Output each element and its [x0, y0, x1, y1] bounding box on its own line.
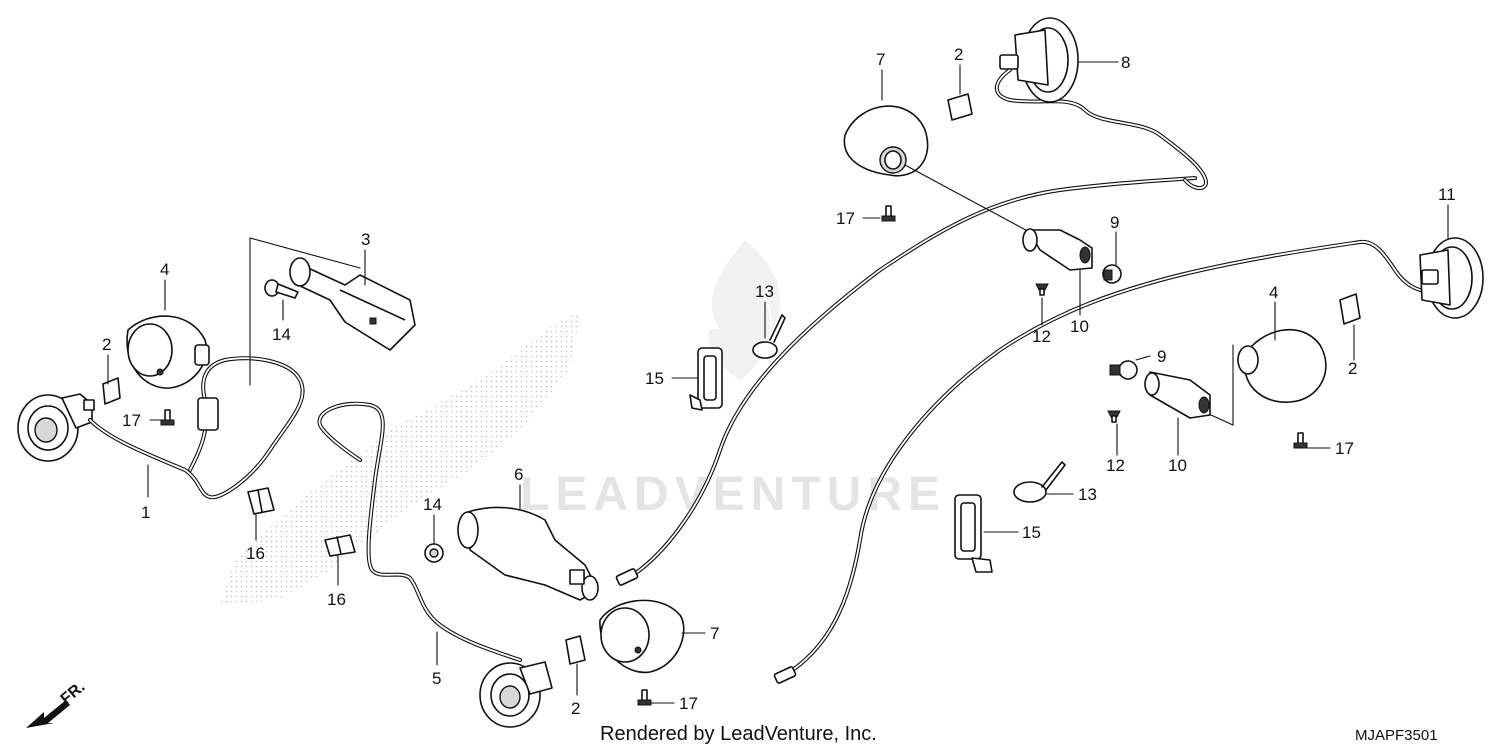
callout-4-rear: 4: [1269, 283, 1278, 302]
front-direction-indicator: FR.: [26, 678, 88, 728]
cable-band-13-lower[interactable]: [1013, 461, 1066, 503]
socket-6[interactable]: [457, 506, 599, 601]
front-left-wire-harness[interactable]: [88, 356, 305, 500]
callout-15-lower: 15: [1022, 523, 1041, 542]
screw-17-upper[interactable]: [881, 205, 896, 222]
callout-1: 1: [141, 503, 150, 522]
callout-7-lower: 7: [710, 624, 719, 643]
clip-2-rear-right[interactable]: [1339, 293, 1361, 325]
callout-4-front: 4: [160, 260, 169, 279]
leader-lines: [107, 61, 1449, 704]
rear-left-wire-harness[interactable]: [615, 176, 1197, 586]
clamp-16-left[interactable]: [247, 487, 275, 515]
wire-holder-15-lower[interactable]: [954, 494, 993, 573]
rear-right-lamp-housing[interactable]: [1419, 237, 1484, 319]
callout-15-upper: 15: [645, 369, 664, 388]
front-left-lamp-housing[interactable]: [17, 393, 95, 462]
watermark-text: LEADVENTURE: [520, 468, 946, 521]
front-right-lamp-housing[interactable]: [479, 661, 553, 728]
callout-14-upper: 14: [272, 325, 291, 344]
washer-14-lower[interactable]: [424, 543, 444, 563]
callout-9-upper: 9: [1110, 213, 1119, 232]
screw-17-rear-right[interactable]: [1293, 432, 1308, 449]
front-right-lens-cover[interactable]: [599, 599, 685, 674]
screw-17-front-left[interactable]: [160, 409, 175, 426]
rear-right-wire-harness[interactable]: [773, 239, 1442, 684]
socket-3[interactable]: [289, 257, 416, 351]
clip-2-upper[interactable]: [947, 93, 973, 121]
callout-12-upper: 12: [1032, 327, 1051, 346]
cable-band-13-upper[interactable]: [752, 314, 786, 359]
callout-6: 6: [514, 465, 523, 484]
rear-top-wire-harness[interactable]: [994, 68, 1208, 190]
front-right-wire-harness[interactable]: [317, 401, 522, 662]
callout-17-front-left: 17: [122, 411, 141, 430]
screw-12-upper[interactable]: [1035, 283, 1049, 296]
socket-10-lower[interactable]: [1144, 371, 1211, 419]
callout-13-lower: 13: [1078, 485, 1097, 504]
callout-2-upper: 2: [954, 45, 963, 64]
background-dot-pattern: [220, 312, 580, 605]
screw-14-upper[interactable]: [264, 279, 299, 299]
rear-left-lens-cover[interactable]: [843, 105, 929, 177]
callout-3: 3: [361, 230, 370, 249]
callout-9-lower: 9: [1157, 347, 1166, 366]
callout-10-upper: 10: [1070, 317, 1089, 336]
callout-12-lower: 12: [1106, 456, 1125, 475]
screw-17-lower[interactable]: [637, 689, 652, 706]
footer-rendered-by: Rendered by LeadVenture, Inc.: [600, 723, 877, 745]
callout-5: 5: [432, 669, 441, 688]
callout-11: 11: [1438, 185, 1456, 204]
callout-2-front-left: 2: [102, 335, 111, 354]
callout-8: 8: [1121, 53, 1130, 72]
screw-12-lower[interactable]: [1107, 410, 1121, 423]
clip-2-front-left[interactable]: [102, 377, 121, 405]
clip-2-lower[interactable]: [565, 635, 586, 665]
callout-7-upper: 7: [876, 50, 885, 69]
clamp-16-center[interactable]: [324, 534, 356, 557]
callout-16-left: 16: [246, 544, 265, 563]
bulb-9-upper[interactable]: [1102, 264, 1122, 284]
callout-10-lower: 10: [1168, 456, 1187, 475]
callout-labels: 1 2 3 4 14 17 16 16 5 6 14 2 7 17 13 15 …: [102, 45, 1456, 718]
callout-16-center: 16: [327, 590, 346, 609]
callout-17-lower: 17: [679, 694, 698, 713]
front-left-lens-cover[interactable]: [126, 315, 210, 389]
diagram-code: MJAPF3501: [1355, 727, 1438, 744]
callout-17-rear-right: 17: [1335, 439, 1354, 458]
callout-2-lower: 2: [571, 699, 580, 718]
callout-2-rear-right: 2: [1348, 359, 1357, 378]
callout-17-upper: 17: [836, 209, 855, 228]
socket-10-upper[interactable]: [1022, 228, 1093, 271]
wire-holder-15-upper[interactable]: [689, 347, 723, 411]
rear-left-lamp-housing[interactable]: [999, 17, 1079, 103]
bulb-9-lower[interactable]: [1109, 360, 1138, 380]
front-arrow-icon: [26, 700, 70, 728]
callout-13-upper: 13: [755, 282, 774, 301]
callout-14-lower: 14: [423, 495, 442, 514]
rear-right-lens-cover[interactable]: [1237, 328, 1327, 403]
